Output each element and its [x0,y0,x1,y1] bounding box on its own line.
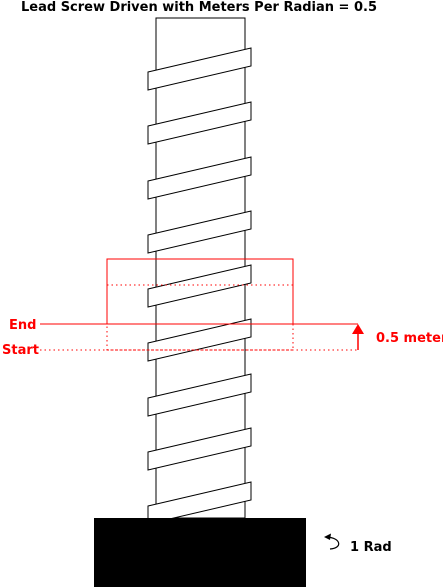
diagram-title: Lead Screw Driven with Meters Per Radian… [21,0,377,15]
thread-flight [147,427,252,471]
curved-arrow-icon [324,533,340,550]
start-label: Start [2,343,39,358]
displacement-label: 0.5 meter [376,331,443,346]
thread-flight [147,156,252,200]
rotation-label: 1 Rad [350,540,392,555]
thread-flight [147,101,252,145]
thread-flight [147,373,252,417]
end-label: End [9,318,36,333]
base-block [94,518,306,587]
thread-flight [147,47,252,91]
screw-threads [147,47,252,525]
thread-flight [147,210,252,254]
thread-flight [147,264,252,308]
up-arrow-icon [352,324,364,350]
